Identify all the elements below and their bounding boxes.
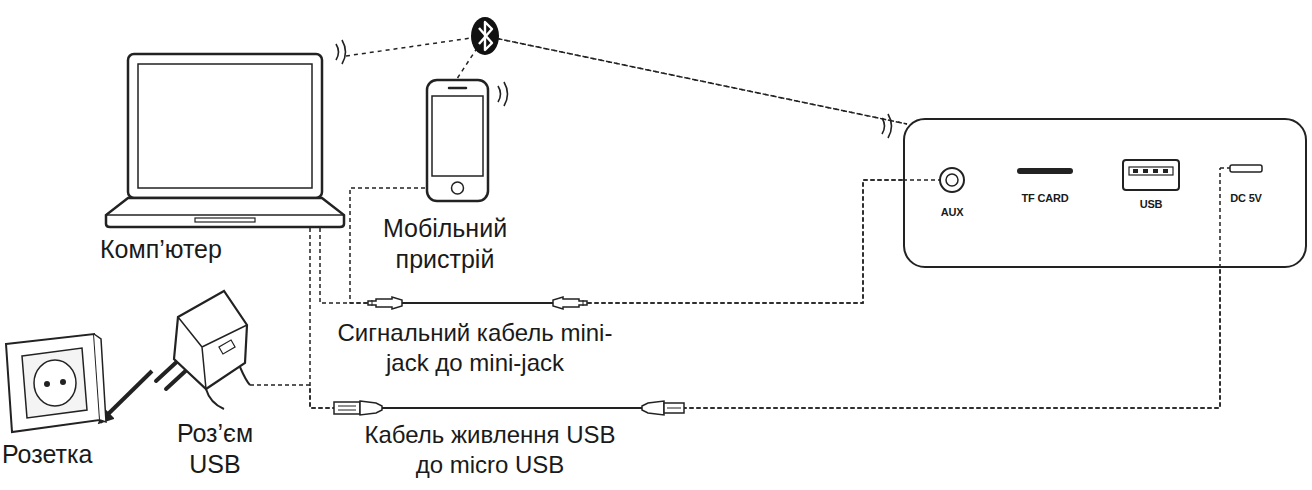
port-label: DC 5V bbox=[1230, 192, 1261, 204]
dashed-connection bbox=[250, 268, 1220, 408]
wireless-waves bbox=[336, 40, 892, 138]
charger-drawing bbox=[150, 285, 250, 412]
bluetooth-symbol bbox=[471, 17, 499, 55]
dashed-connection bbox=[458, 36, 908, 124]
speaker-node: AUX TF CARD USB DC 5V bbox=[903, 118, 1307, 268]
plug-in-arrow bbox=[100, 371, 152, 422]
socket-drawing bbox=[2, 330, 102, 435]
device-label: Розетка bbox=[2, 439, 127, 470]
mobile-node: Мобільний пристрій bbox=[370, 78, 520, 274]
laptop-drawing bbox=[100, 48, 350, 228]
cable-label: Сигнальний кабель mini-jack до mini-jack bbox=[325, 318, 625, 378]
phone-drawing bbox=[425, 78, 490, 203]
mini-jack-cable bbox=[368, 297, 587, 309]
device-label: Мобільний пристрій bbox=[370, 213, 520, 274]
port-label: TF CARD bbox=[1022, 192, 1069, 204]
port-label: AUX bbox=[941, 206, 964, 218]
cable-label: Кабель живлення USB до micro USB bbox=[355, 420, 625, 480]
port-label: USB bbox=[1140, 198, 1163, 210]
charger-node: Роз’єм USB bbox=[150, 285, 280, 479]
usb-power-cable bbox=[334, 401, 684, 415]
device-label: Роз’єм USB bbox=[165, 418, 265, 479]
computer-node: Комп’ютер bbox=[100, 48, 350, 265]
socket-node: Розетка bbox=[2, 330, 127, 470]
device-label: Комп’ютер bbox=[100, 234, 350, 265]
dashed-connection bbox=[320, 180, 903, 303]
